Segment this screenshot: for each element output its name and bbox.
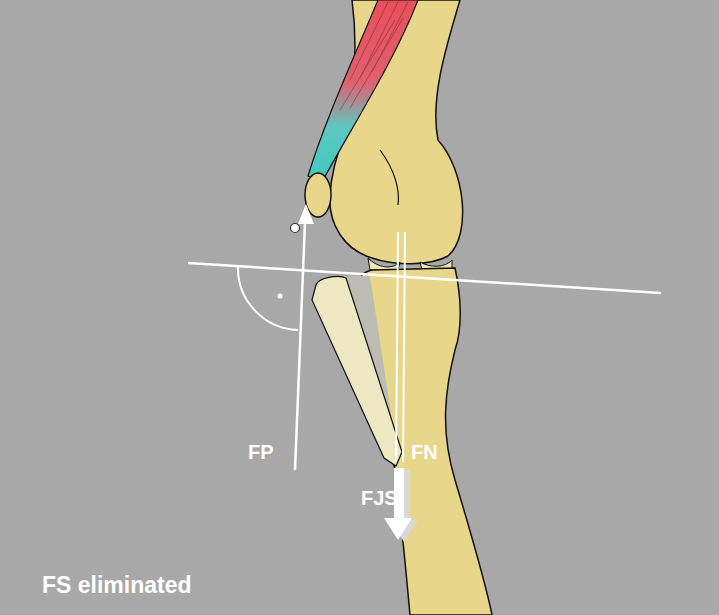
right-angle-arc [238,266,298,330]
patella [305,173,331,217]
reference-line [188,263,661,293]
quadriceps-muscle [308,0,418,182]
force-label: FJS [361,488,398,508]
force-label: FP [248,442,274,462]
caption-note: FS eliminated [42,574,192,597]
meniscus [368,258,400,270]
fp-arrowhead [298,204,314,224]
force-label: FN [411,442,438,462]
fp-force-line [295,222,305,470]
patellar-ligament [312,276,402,466]
fn-force-line [396,232,398,462]
contact-point [291,224,300,233]
right-angle-dot [278,294,283,299]
